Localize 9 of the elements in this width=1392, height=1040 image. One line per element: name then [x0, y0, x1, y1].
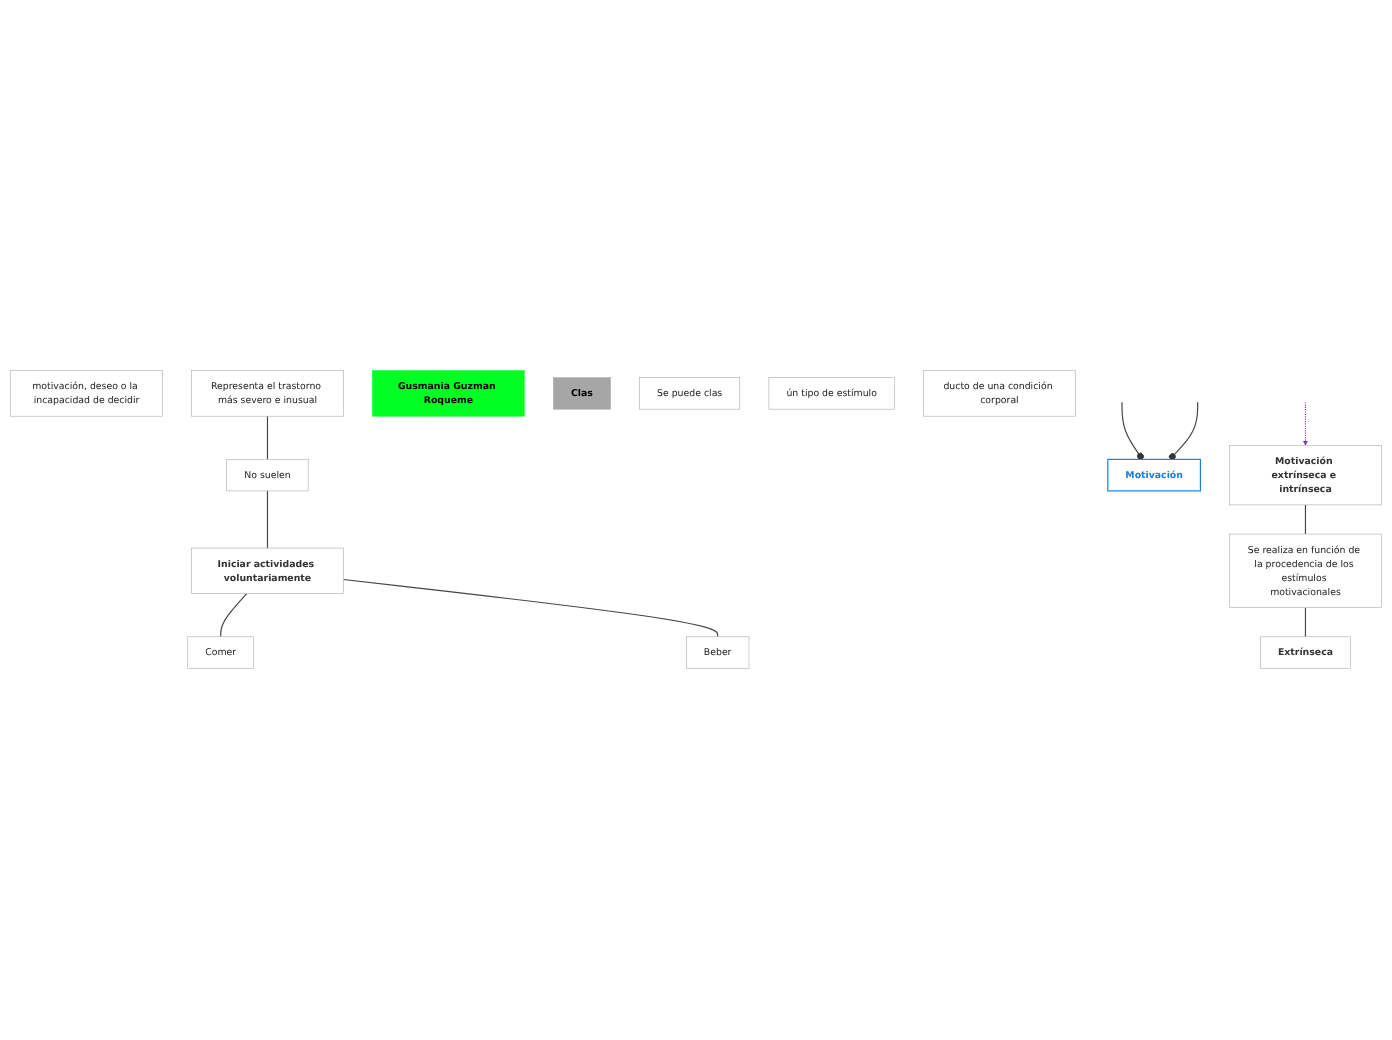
connector	[266, 416, 269, 461]
connector	[1121, 402, 1144, 461]
connector	[266, 490, 269, 550]
connector	[1304, 504, 1307, 536]
connector	[1304, 607, 1307, 638]
connector	[1168, 402, 1199, 461]
connector	[220, 593, 248, 638]
arrow	[1302, 402, 1308, 447]
connector	[342, 579, 719, 638]
